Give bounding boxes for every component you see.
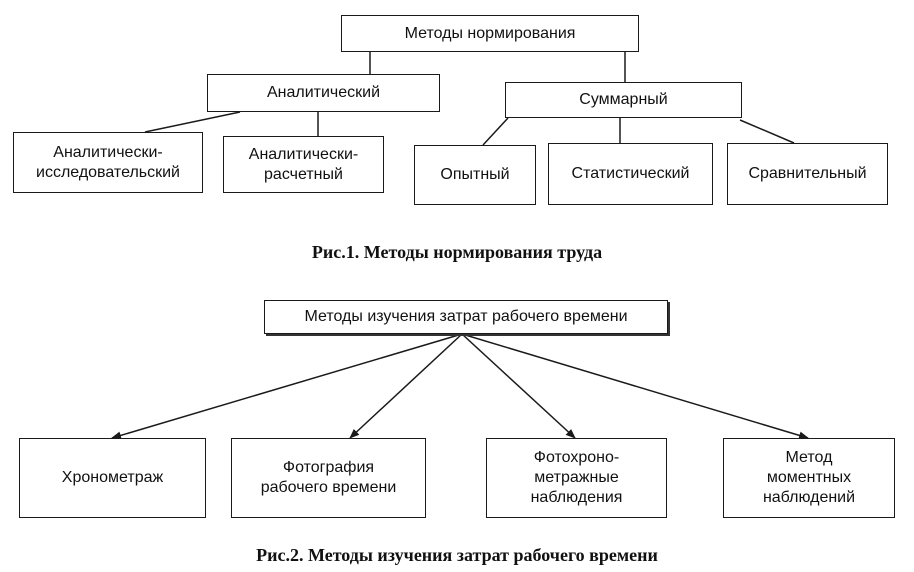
node-comparative-label: Сравнительный <box>748 165 867 182</box>
arrow-to-photo-timing <box>461 333 576 439</box>
node-normalization-methods: Методы нормирования <box>341 15 639 52</box>
node-moment-observations: Метод моментных наблюдений <box>723 438 895 518</box>
arrow-to-moments <box>461 333 809 440</box>
node-moment-observations-label: Метод моментных наблюдений <box>762 449 856 506</box>
connector-analytical-left <box>144 111 241 133</box>
node-time-study-methods: Методы изучения затрат рабочего времени <box>264 300 668 334</box>
node-workday-photo-label: Фотография рабочего времени <box>260 459 397 496</box>
node-experimental-label: Опытный <box>440 166 510 183</box>
node-photo-timing-label: Фотохроно- метражные наблюдения <box>530 449 623 506</box>
node-normalization-methods-label: Методы нормирования <box>404 24 576 42</box>
node-analytical-calc-label: Аналитически- расчетный <box>248 145 359 183</box>
node-time-study-methods-label: Методы изучения затрат рабочего времени <box>304 308 628 325</box>
node-statistical-label: Статистический <box>571 165 690 182</box>
node-analytical-calc: Аналитически- расчетный <box>223 136 384 193</box>
figure2-caption: Рис.2. Методы изучения затрат рабочего в… <box>256 545 658 565</box>
node-analytical-label: Аналитический <box>266 84 381 101</box>
node-comparative: Сравнительный <box>727 143 888 205</box>
node-analytical-research: Аналитически- исследовательский <box>13 132 203 193</box>
node-summary: Суммарный <box>505 82 742 118</box>
connector-summary-left <box>482 117 509 146</box>
node-analytical: Аналитический <box>207 74 440 112</box>
arrow-to-photo <box>349 333 463 439</box>
figure1-caption: Рис.1. Методы нормирования труда <box>311 242 603 262</box>
node-timing: Хронометраж <box>19 438 206 518</box>
node-timing-label: Хронометраж <box>61 469 164 486</box>
connector-summary-right <box>739 119 795 144</box>
node-photo-timing: Фотохроно- метражные наблюдения <box>486 438 667 518</box>
node-workday-photo: Фотография рабочего времени <box>231 438 426 518</box>
node-analytical-research-label: Аналитически- исследовательский <box>36 143 180 181</box>
arrow-to-timing <box>111 333 463 440</box>
node-summary-label: Суммарный <box>579 91 668 108</box>
node-statistical: Статистический <box>548 143 713 205</box>
node-experimental: Опытный <box>414 145 536 205</box>
